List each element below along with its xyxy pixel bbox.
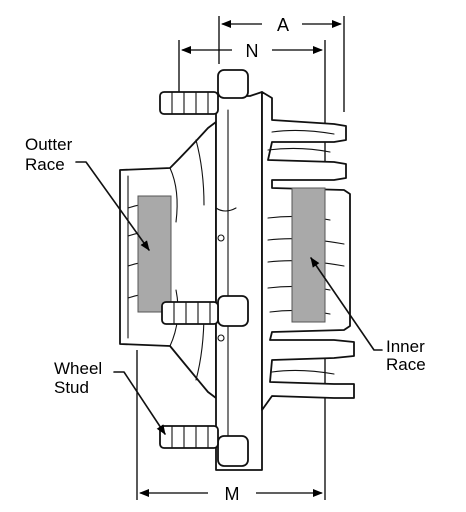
outer-race-label-line1: Outter	[25, 135, 73, 154]
wheel-stud-label-line1: Wheel	[54, 359, 102, 378]
outer-race-label-line2: Race	[25, 155, 65, 174]
dimension-m	[136, 340, 326, 500]
dimension-n	[178, 40, 326, 168]
dimension-a-label: A	[277, 15, 289, 35]
wheel-stud-bottom	[159, 425, 249, 467]
inner-race-leader	[310, 257, 383, 351]
dimension-a	[218, 16, 345, 112]
inner-race	[291, 187, 326, 323]
dimension-n-label: N	[246, 41, 259, 61]
wheel-stud-label-line2: Stud	[54, 378, 89, 397]
hub-center-flange	[215, 91, 263, 471]
inner-race-label-line2: Race	[386, 355, 426, 374]
wheel-stud-top	[159, 69, 249, 115]
dimension-m-label: M	[225, 484, 240, 504]
outer-race-leader	[75, 161, 150, 251]
wheel-stud-leader	[113, 371, 166, 435]
wheel-stud-middle	[161, 295, 249, 327]
outer-race	[137, 195, 172, 313]
inner-race-label-line1: Inner	[386, 337, 425, 356]
